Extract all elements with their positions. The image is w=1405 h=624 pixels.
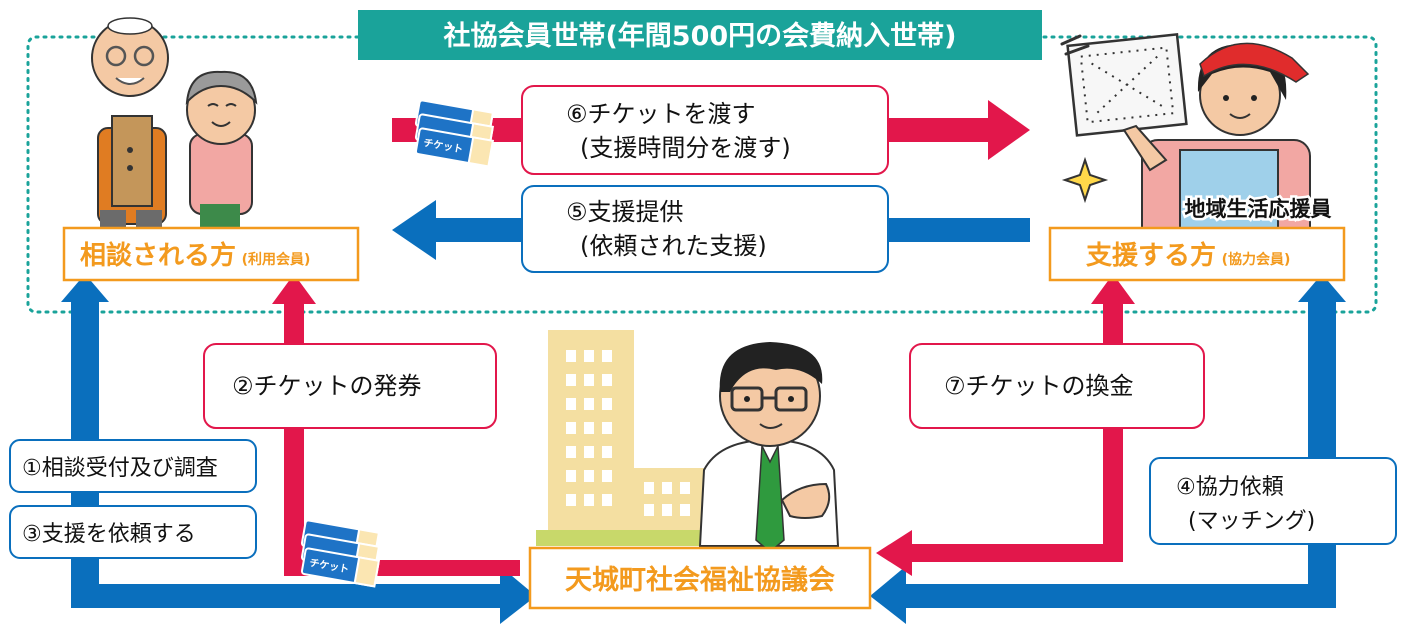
arrow-head-right-council: [500, 566, 536, 624]
step-1-box: ①相談受付及び調査: [9, 439, 257, 493]
step-2-label: ②チケットの発券: [232, 372, 422, 400]
arrow-shaft-cash-vertical: [1103, 300, 1123, 562]
arrow-head-ticket-top: [988, 100, 1030, 160]
user-member-box: 相談される方 (利用会員): [62, 226, 360, 282]
supporter-illustration: [1060, 33, 1311, 251]
council-staff-illustration: [698, 342, 840, 553]
supporter-member-sub: (協力会員): [1222, 251, 1291, 268]
step-6-line1: ⑥チケットを渡す: [566, 100, 756, 128]
step-7-box: ⑦チケットの換金: [909, 343, 1205, 429]
step-3-box: ③支援を依頼する: [9, 505, 257, 559]
step-2-box: ②チケットの発券: [203, 343, 497, 429]
arrow-head-left-council: [870, 566, 906, 624]
ticket-stack-top: チケット: [414, 99, 495, 168]
arrow-head-up-cash: [1091, 274, 1135, 304]
step-4-box: ④協力依頼 (マッチング): [1149, 457, 1397, 545]
svg-text:支援する方 (協力会員): 支援する方 (協力会員): [1086, 240, 1290, 271]
elderly-couple-illustration: [91, 17, 258, 232]
household-banner-title: 社協会員世帯(年間500円の会費納入世帯): [443, 20, 956, 52]
step-6-box: ⑥チケットを渡す (支援時間分を渡す): [521, 85, 889, 175]
step-4-line2: (マッチング): [1188, 509, 1315, 534]
step-6-line2: (支援時間分を渡す): [580, 134, 791, 162]
arrow-head-up-user: [61, 274, 109, 302]
step-4-line1: ④協力依頼: [1176, 475, 1284, 500]
council-building-illustration: [536, 330, 782, 546]
step-5-line1: ⑤支援提供: [566, 198, 684, 226]
step-5-box: ⑤支援提供 (依頼された支援): [521, 185, 889, 273]
user-member-sub: (利用会員): [242, 251, 311, 268]
council-box: 天城町社会福祉協議会: [528, 546, 872, 610]
arrow-head-left-cash: [876, 530, 912, 576]
step-1-label: ①相談受付及び調査: [22, 456, 218, 481]
supporter-member-box: 支援する方 (協力会員): [1048, 226, 1346, 282]
arrow-shaft-right-blue: [1308, 298, 1336, 608]
ticket-stack-bottom: チケット: [300, 519, 381, 588]
supporter-member-label: 支援する方: [1086, 240, 1216, 271]
arrow-head-up-issue: [272, 274, 316, 304]
step-5-line2: (依頼された支援): [580, 232, 767, 260]
council-label: 天城町社会福祉協議会: [565, 564, 835, 596]
arrow-shaft-bottom-left: [71, 584, 511, 608]
household-banner: 社協会員世帯(年間500円の会費納入世帯): [358, 10, 1042, 60]
arrow-shaft-cash-horizontal: [900, 544, 1123, 562]
user-member-label: 相談される方: [80, 240, 236, 271]
svg-text:相談される方 (利用会員): 相談される方 (利用会員): [80, 240, 310, 271]
supporter-caption: 地域生活応援員: [1185, 197, 1332, 221]
arrow-shaft-bottom-right: [896, 584, 1336, 608]
step-7-label: ⑦チケットの換金: [944, 372, 1134, 400]
arrow-head-up-supporter: [1298, 274, 1346, 302]
arrow-shaft-issue-vertical: [284, 300, 304, 576]
arrow-head-support-left: [392, 200, 436, 260]
step-3-label: ③支援を依頼する: [22, 522, 196, 547]
